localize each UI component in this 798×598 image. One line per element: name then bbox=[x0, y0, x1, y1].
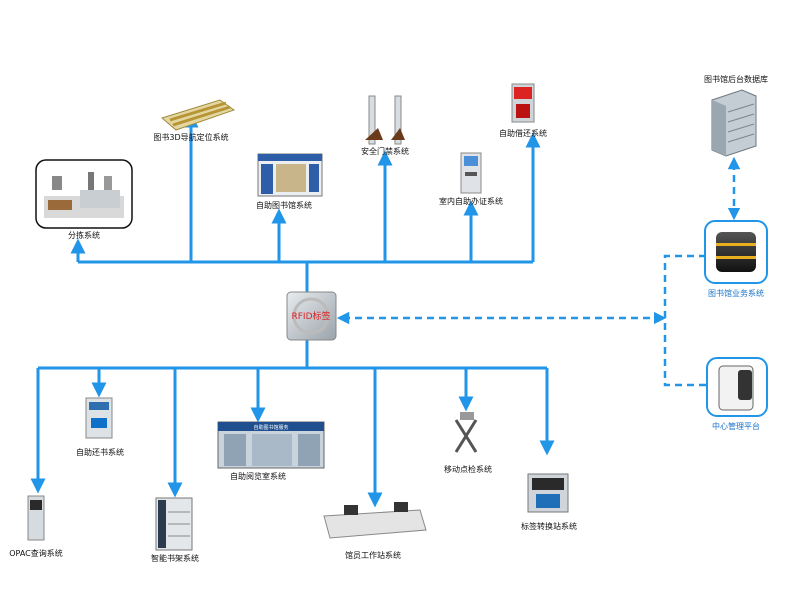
connector-lines bbox=[30, 112, 555, 508]
label-self-borrow-return: 自助借还系统 bbox=[499, 129, 547, 138]
database-server-image bbox=[711, 89, 757, 157]
management-platform-image bbox=[706, 357, 768, 417]
label-mobile-inventory: 移动点检系统 bbox=[444, 465, 492, 474]
label-reading-room: 自助阅览室系统 bbox=[230, 472, 286, 481]
label-tag-conversion: 标签转换站系统 bbox=[521, 522, 577, 531]
rfid-tag-hub: RFID标签 bbox=[286, 291, 337, 341]
label-security-gate: 安全门禁系统 bbox=[361, 147, 409, 156]
self-return-machine-image bbox=[85, 397, 113, 439]
dashed-links bbox=[336, 156, 741, 387]
sorting-system-image bbox=[35, 159, 133, 229]
selfservice-library-image bbox=[257, 153, 323, 197]
nav3d-system-image bbox=[160, 99, 236, 131]
label-management-platform: 中心管理平台 bbox=[712, 422, 760, 431]
label-self-return: 自助还书系统 bbox=[76, 448, 124, 457]
label-nav3d: 图书3D导航定位系统 bbox=[153, 133, 229, 142]
reading-room-sign: 自助图书馆服务 bbox=[253, 424, 288, 431]
reading-room-image: 自助图书馆服务 bbox=[217, 421, 325, 469]
indoor-card-image bbox=[460, 152, 482, 194]
label-sorting: 分拣系统 bbox=[68, 231, 100, 240]
staff-workstation-image bbox=[323, 502, 427, 539]
security-gate-image bbox=[365, 95, 405, 145]
label-opac: OPAC查询系统 bbox=[9, 549, 63, 558]
label-indoor-card: 室内自助办证系统 bbox=[439, 197, 503, 206]
smart-shelf-image bbox=[155, 497, 193, 551]
opac-kiosk-image bbox=[27, 495, 45, 541]
label-selfservice-library: 自助图书馆系统 bbox=[256, 201, 312, 210]
label-business-system: 图书馆业务系统 bbox=[708, 289, 764, 298]
rfid-tag-label: RFID标签 bbox=[291, 310, 330, 322]
business-system-image bbox=[704, 220, 768, 284]
mobile-inventory-image bbox=[454, 412, 478, 453]
label-database: 图书馆后台数据库 bbox=[704, 75, 768, 84]
label-smart-shelf: 智能书架系统 bbox=[151, 554, 199, 563]
label-staff-station: 馆员工作站系统 bbox=[345, 551, 401, 560]
tag-conversion-image bbox=[527, 473, 569, 513]
self-borrow-return-image bbox=[511, 83, 535, 123]
